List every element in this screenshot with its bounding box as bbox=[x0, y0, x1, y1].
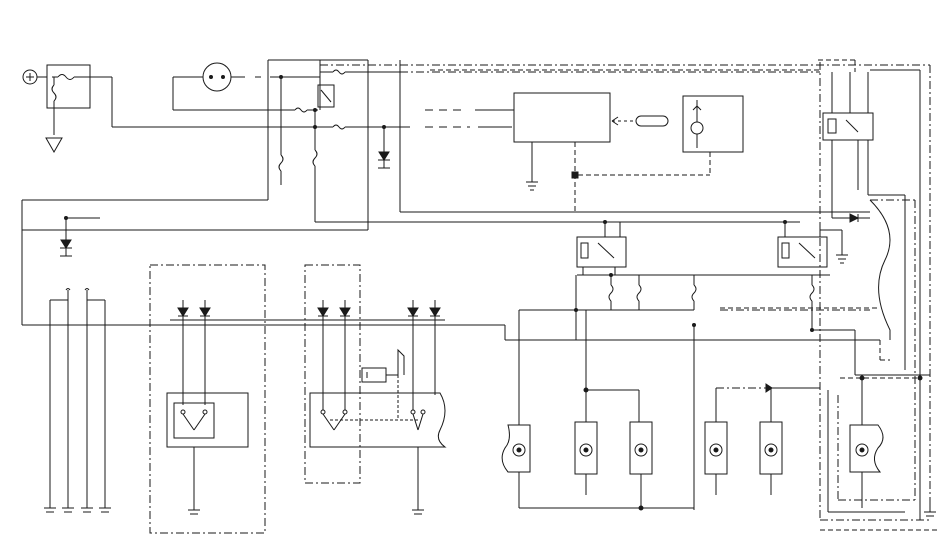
relay-icon bbox=[777, 236, 828, 268]
motor-icon bbox=[759, 421, 783, 475]
main-fuse-box bbox=[46, 64, 91, 109]
diode-icon bbox=[60, 239, 72, 249]
diode-icon bbox=[849, 213, 860, 223]
relay-icon bbox=[576, 236, 627, 268]
fuse-icon bbox=[294, 107, 308, 113]
fuse-icon bbox=[691, 284, 697, 302]
main-fuse-icon bbox=[57, 74, 75, 80]
switch-icon bbox=[166, 392, 249, 448]
diode-icon bbox=[317, 307, 329, 317]
fuse-icon bbox=[332, 124, 346, 130]
sensor-icon bbox=[635, 115, 669, 127]
junction-dots bbox=[64, 75, 814, 332]
left-ground-stubs bbox=[44, 288, 111, 513]
motor-icon bbox=[501, 424, 531, 473]
diode-icon bbox=[429, 307, 441, 317]
fuse-icon bbox=[608, 284, 614, 302]
diode-icon bbox=[378, 151, 390, 161]
diode-icon bbox=[339, 307, 351, 317]
fuse-icon bbox=[332, 69, 346, 75]
diode-icon bbox=[765, 383, 773, 393]
relay-icon bbox=[822, 112, 874, 141]
switch-module-1 bbox=[149, 264, 266, 534]
fuse-icon bbox=[312, 149, 318, 167]
lamp-icon bbox=[202, 62, 232, 92]
connector-icon bbox=[571, 171, 579, 179]
sensor-icon bbox=[690, 121, 704, 135]
motor-icon bbox=[704, 421, 728, 475]
key-switch-icon bbox=[361, 367, 387, 383]
motor-icon bbox=[574, 421, 598, 475]
fuse-icon bbox=[809, 284, 815, 302]
control-unit-icon bbox=[513, 92, 611, 143]
fuse-icon bbox=[636, 284, 642, 302]
diode-icon bbox=[199, 307, 211, 317]
light-sensor-box bbox=[682, 95, 744, 153]
diode-icon bbox=[177, 307, 189, 317]
motor-icon bbox=[849, 424, 884, 473]
diode-icon bbox=[407, 307, 419, 317]
switch-icon bbox=[309, 392, 447, 448]
battery-positive-icon bbox=[22, 69, 38, 85]
fuse-icon bbox=[278, 154, 284, 172]
ground-icon bbox=[45, 137, 63, 154]
fuse-icon bbox=[51, 84, 57, 102]
switch-module-2 bbox=[304, 264, 361, 484]
motor-icon bbox=[629, 421, 653, 475]
relay-icon bbox=[317, 84, 335, 108]
